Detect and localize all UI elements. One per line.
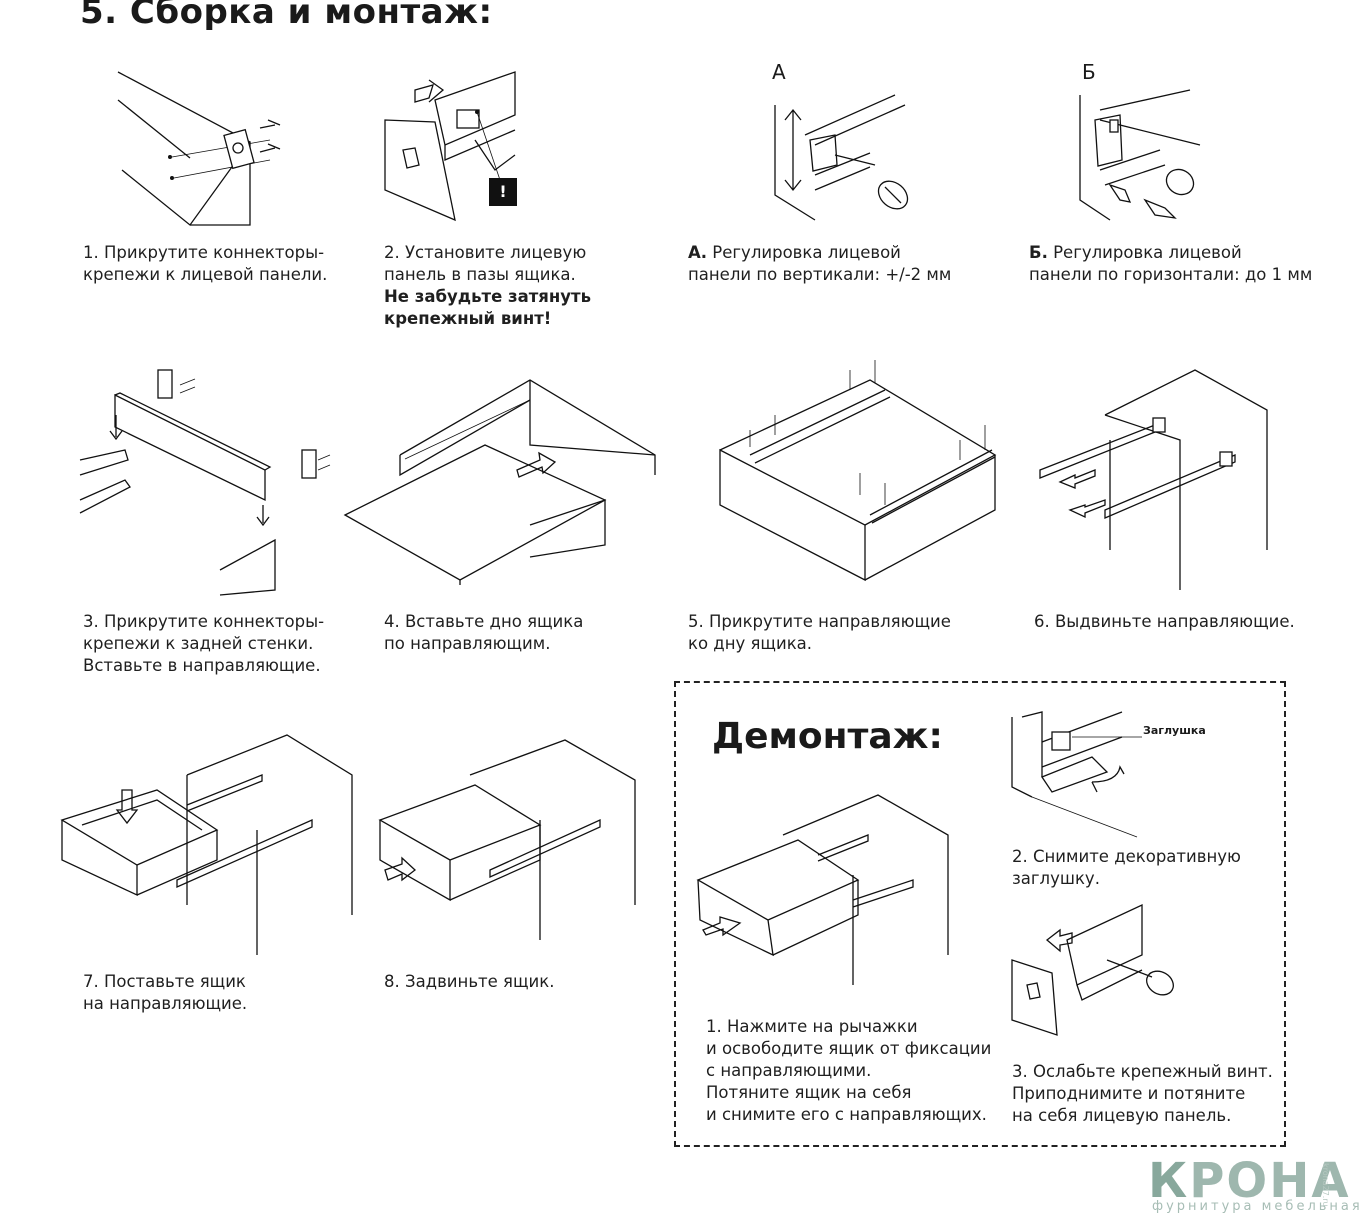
- caption-line: Вставьте в направляющие.: [83, 656, 321, 675]
- plug-callout-label: Заглушка: [1143, 724, 1206, 737]
- caption-line: панели по вертикали: +/-2 мм: [688, 265, 952, 284]
- caption-line: 2. Установите лицевую: [384, 243, 587, 262]
- caption-line: 1. Нажмите на рычажки: [706, 1017, 918, 1036]
- caption-line: Потяните ящик на себя: [706, 1083, 912, 1102]
- illustration-step-6: [1039, 369, 1268, 590]
- logo-text: РОНА: [1189, 1153, 1351, 1209]
- illustration-step-3: [79, 369, 331, 596]
- demontage-step-1-caption: 1. Нажмите на рычажки и освободите ящик …: [706, 1016, 991, 1126]
- caption-line: Регулировка лицевой: [1047, 243, 1242, 262]
- variant-a-label: А: [772, 60, 786, 84]
- caption-line: и освободите ящик от фиксации: [706, 1039, 992, 1058]
- logo-letter: К: [1148, 1153, 1190, 1209]
- step-3-caption: 3. Прикрутите коннекторы- крепежи к задн…: [83, 611, 324, 677]
- caption-prefix: Б.: [1029, 243, 1048, 262]
- caption-line: на себя лицевую панель.: [1012, 1106, 1232, 1125]
- caption-line: панели по горизонтали: до 1 мм: [1029, 265, 1313, 284]
- demontage-step-3-caption: 3. Ослабьте крепежный винт. Приподнимите…: [1012, 1061, 1273, 1127]
- illustration-step-2: [384, 71, 516, 222]
- warning-line: Не забудьте затянуть: [384, 287, 592, 306]
- caption-line: крепежи к задней стенки.: [83, 634, 314, 653]
- illustration-variant-a: [774, 94, 909, 221]
- caption-line: крепежи к лицевой панели.: [83, 265, 328, 284]
- caption-line: ко дну ящика.: [688, 634, 813, 653]
- caption-prefix: А.: [688, 243, 708, 262]
- variant-a-caption: А. Регулировка лицевой панели по вертика…: [688, 242, 951, 286]
- variant-b-caption: Б. Регулировка лицевой панели по горизон…: [1029, 242, 1312, 286]
- illustration-step-4: [343, 379, 656, 585]
- logo-url: krona27.ru: [1321, 1163, 1330, 1207]
- page-title: 5. Сборка и монтаж:: [80, 0, 493, 32]
- demontage-section: [674, 681, 1286, 1147]
- caption-line: 6. Выдвиньте направляющие.: [1034, 612, 1295, 631]
- caption-line: Приподнимите и потяните: [1012, 1084, 1246, 1103]
- caption-line: с направляющими.: [706, 1061, 872, 1080]
- caption-line: и снимите его с направляющих.: [706, 1105, 987, 1124]
- step-8-caption: 8. Задвиньте ящик.: [384, 971, 554, 993]
- caption-line: 5. Прикрутите направляющие: [688, 612, 951, 631]
- step-7-caption: 7. Поставьте ящик на направляющие.: [83, 971, 247, 1015]
- warning-line: крепежный винт!: [384, 309, 552, 328]
- brand-logo: КРОНА: [1148, 1153, 1351, 1209]
- logo-subtitle: фурнитура мебельная: [1152, 1199, 1363, 1214]
- demontage-title: Демонтаж:: [712, 716, 943, 757]
- caption-line: 7. Поставьте ящик: [83, 972, 246, 991]
- variant-b-label: Б: [1082, 60, 1096, 84]
- caption-line: на направляющие.: [83, 994, 248, 1013]
- caption-line: 8. Задвиньте ящик.: [384, 972, 555, 991]
- illustration-variant-b: [1079, 89, 1201, 221]
- step-5-caption: 5. Прикрутите направляющие ко дну ящика.: [688, 611, 951, 655]
- caption-line: 2. Снимите декоративную: [1012, 847, 1241, 866]
- illustration-step-1: [117, 71, 281, 226]
- caption-line: 3. Ослабьте крепежный винт.: [1012, 1062, 1273, 1081]
- illustration-step-8: [378, 739, 636, 940]
- illustration-step-7: [60, 734, 353, 955]
- illustration-step-5: [719, 360, 997, 582]
- caption-line: 3. Прикрутите коннекторы-: [83, 612, 325, 631]
- step-4-caption: 4. Вставьте дно ящика по направляющим.: [384, 611, 583, 655]
- step-2-caption: 2. Установите лицевую панель в пазы ящик…: [384, 242, 591, 330]
- caption-line: по направляющим.: [384, 634, 551, 653]
- step-1-caption: 1. Прикрутите коннекторы- крепежи к лице…: [83, 242, 327, 286]
- illustration-demontage-3: [1011, 903, 1174, 1036]
- caption-line: 4. Вставьте дно ящика: [384, 612, 584, 631]
- caption-line: заглушку.: [1012, 869, 1100, 888]
- demontage-step-2-caption: 2. Снимите декоративную заглушку.: [1012, 846, 1241, 890]
- caption-line: Регулировка лицевой: [707, 243, 901, 262]
- step-6-caption: 6. Выдвиньте направляющие.: [1034, 611, 1295, 633]
- warning-icon: !: [489, 178, 517, 206]
- illustration-demontage-2: [1011, 711, 1142, 838]
- caption-line: 1. Прикрутите коннекторы-: [83, 243, 325, 262]
- illustration-demontage-1: [696, 794, 949, 985]
- caption-line: панель в пазы ящика.: [384, 265, 576, 284]
